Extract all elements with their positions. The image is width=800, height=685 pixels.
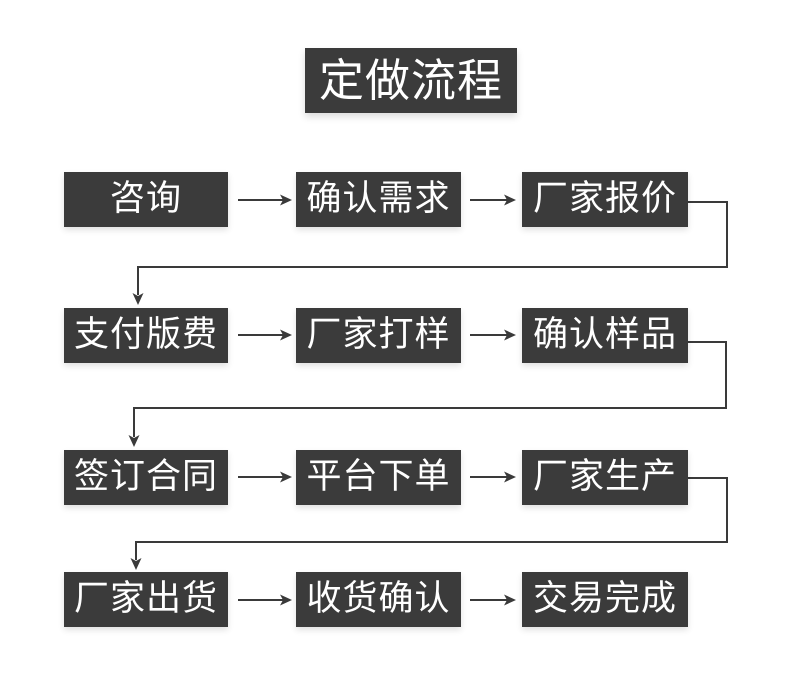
step-factory-production: 厂家生产 <box>522 450 688 505</box>
wrap-connector-row2-row3 <box>128 341 727 447</box>
wrap-connector-row1-row2 <box>132 201 728 305</box>
step-transaction-complete: 交易完成 <box>522 572 688 627</box>
step-factory-shipment: 厂家出货 <box>64 572 228 627</box>
step-factory-quote: 厂家报价 <box>522 172 688 227</box>
step-platform-order: 平台下单 <box>296 450 461 505</box>
step-sign-contract: 签订合同 <box>64 450 228 505</box>
arrow-right-icon <box>470 471 516 483</box>
arrow-right-icon <box>238 194 292 206</box>
step-confirm-requirements: 确认需求 <box>296 172 461 227</box>
step-confirm-sample: 确认样品 <box>522 308 688 363</box>
arrow-right-icon <box>238 471 292 483</box>
arrow-right-icon <box>470 594 516 606</box>
arrow-right-icon <box>470 194 516 206</box>
step-receipt-confirmation: 收货确认 <box>296 572 461 627</box>
flowchart-title: 定做流程 <box>305 48 517 113</box>
step-factory-sampling: 厂家打样 <box>296 308 461 363</box>
wrap-connector-row3-row4 <box>130 477 728 570</box>
step-consult: 咨询 <box>64 172 228 227</box>
arrow-right-icon <box>238 594 292 606</box>
step-pay-plate-fee: 支付版费 <box>64 308 228 363</box>
arrow-right-icon <box>238 329 292 341</box>
arrow-right-icon <box>470 329 516 341</box>
